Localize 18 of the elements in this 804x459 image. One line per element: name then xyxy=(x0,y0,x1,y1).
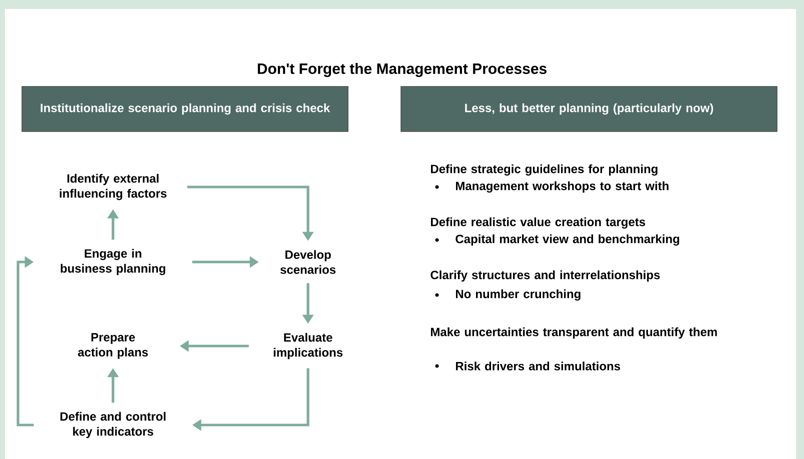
list-item: Capital market view and benchmarking xyxy=(456,234,680,246)
process-step: Prepare action plans xyxy=(78,333,148,359)
header-box: Institutionalize scenario planning and crisis check xyxy=(22,86,348,132)
list-item: Define realistic value creation targets xyxy=(431,217,646,229)
process-step: Develop scenarios xyxy=(280,250,336,274)
arrow xyxy=(16,256,34,426)
header-box: Less, but better planning (particularly now) xyxy=(400,86,778,132)
process-step: Evaluate implications xyxy=(274,332,343,360)
process-step: Define and control key indicators xyxy=(60,412,166,438)
process-step: Identify external influencing factors xyxy=(60,174,167,200)
list-item: Make uncertainties transparent and quantify them xyxy=(431,327,717,339)
list-item: Management workshops to start with xyxy=(456,181,668,193)
process-step: Engage in business planning xyxy=(60,248,166,276)
list-item: Risk drivers and simulations xyxy=(456,362,620,370)
list-item: Clarify structures and interrelationships xyxy=(430,270,660,282)
title: Don't Forget the Management Processes xyxy=(258,62,546,78)
list-item: No number crunching xyxy=(456,289,580,301)
list-item: Define strategic guidelines for planning xyxy=(431,164,658,176)
